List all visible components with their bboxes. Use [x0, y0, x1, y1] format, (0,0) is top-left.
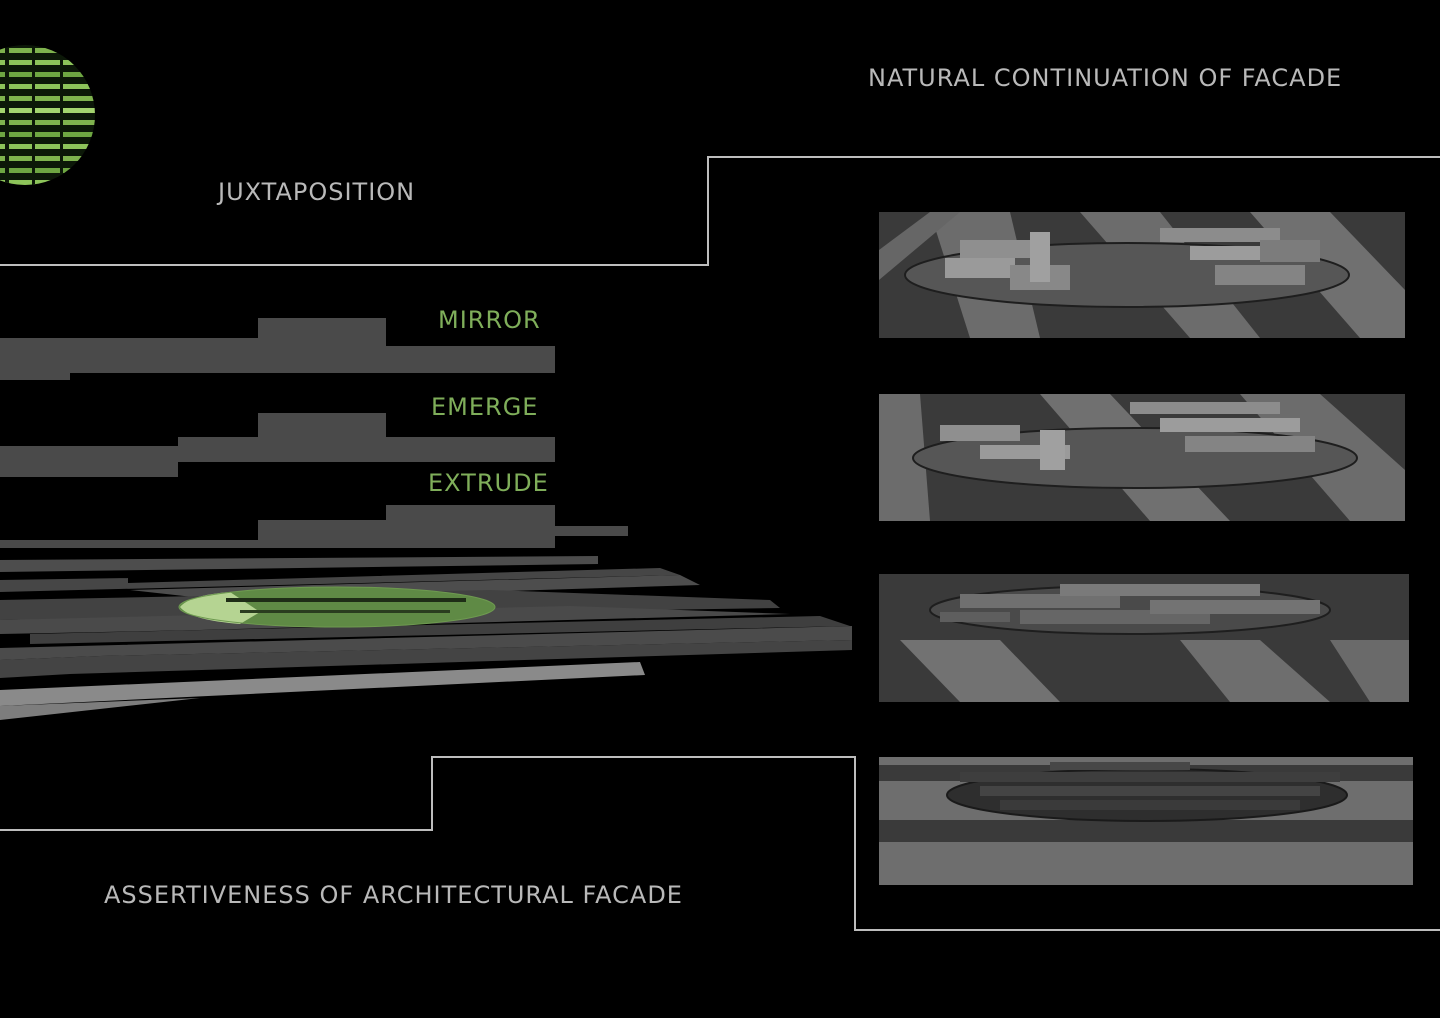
natural-continuation-label: NATURAL CONTINUATION OF FACADE: [868, 64, 1343, 92]
mirror-slab: [0, 318, 555, 380]
render-view-4: [879, 757, 1413, 885]
render-view-2: [879, 394, 1405, 521]
mirror-label: MIRROR: [438, 306, 541, 334]
upper-frame-line: [0, 156, 1440, 266]
extrude-slab: [0, 505, 628, 548]
juxtaposition-label: JUXTAPOSITION: [218, 178, 416, 206]
ground-strips: [0, 556, 852, 720]
render-view-1: [879, 212, 1405, 338]
render-view-3: [879, 574, 1409, 702]
green-striped-disc: [0, 45, 95, 185]
emerge-slab: [0, 413, 555, 477]
extrude-label: EXTRUDE: [428, 469, 549, 497]
lower-frame-line: [0, 756, 1440, 931]
emerge-label: EMERGE: [431, 393, 539, 421]
assertiveness-label: ASSERTIVENESS OF ARCHITECTURAL FACADE: [104, 881, 683, 909]
green-ellipse: [178, 586, 496, 628]
